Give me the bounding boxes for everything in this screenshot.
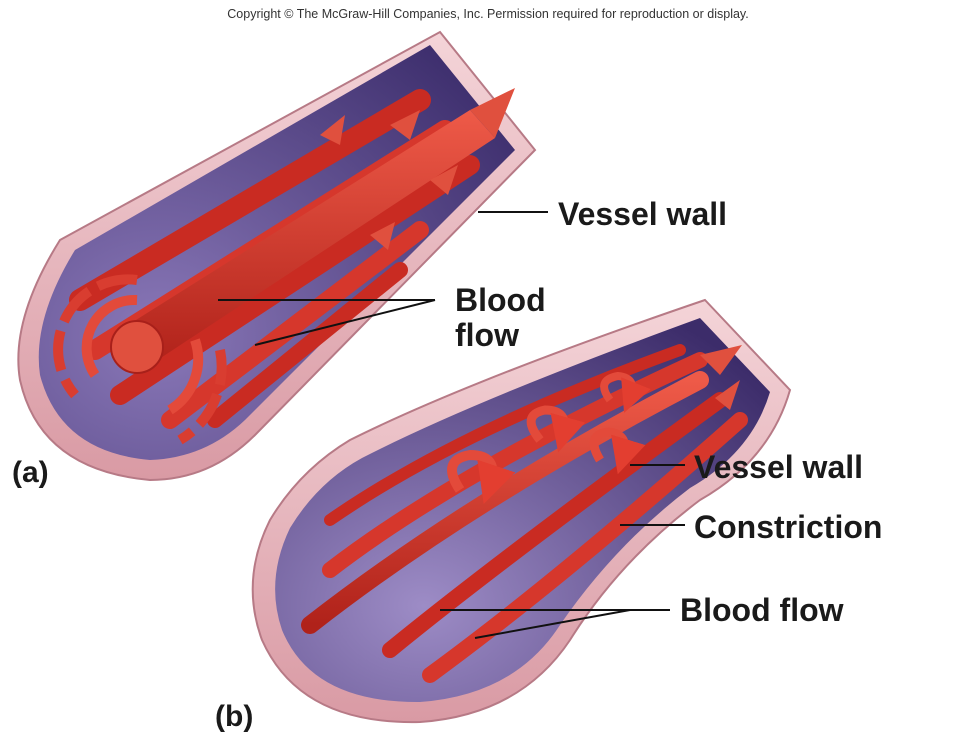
vessel-wall-label-a: Vessel wall xyxy=(558,197,727,231)
blood-flow-label-a-line1: Blood xyxy=(455,283,546,317)
constriction-label: Constriction xyxy=(694,510,882,544)
vessel-wall-label-b: Vessel wall xyxy=(694,450,863,484)
blood-flow-label-a-line2: flow xyxy=(455,318,519,352)
panel-a-tag: (a) xyxy=(12,456,49,490)
blood-flow-label-b: Blood flow xyxy=(680,593,844,627)
panel-b-tag: (b) xyxy=(215,700,253,734)
core-cross-section xyxy=(111,321,163,373)
